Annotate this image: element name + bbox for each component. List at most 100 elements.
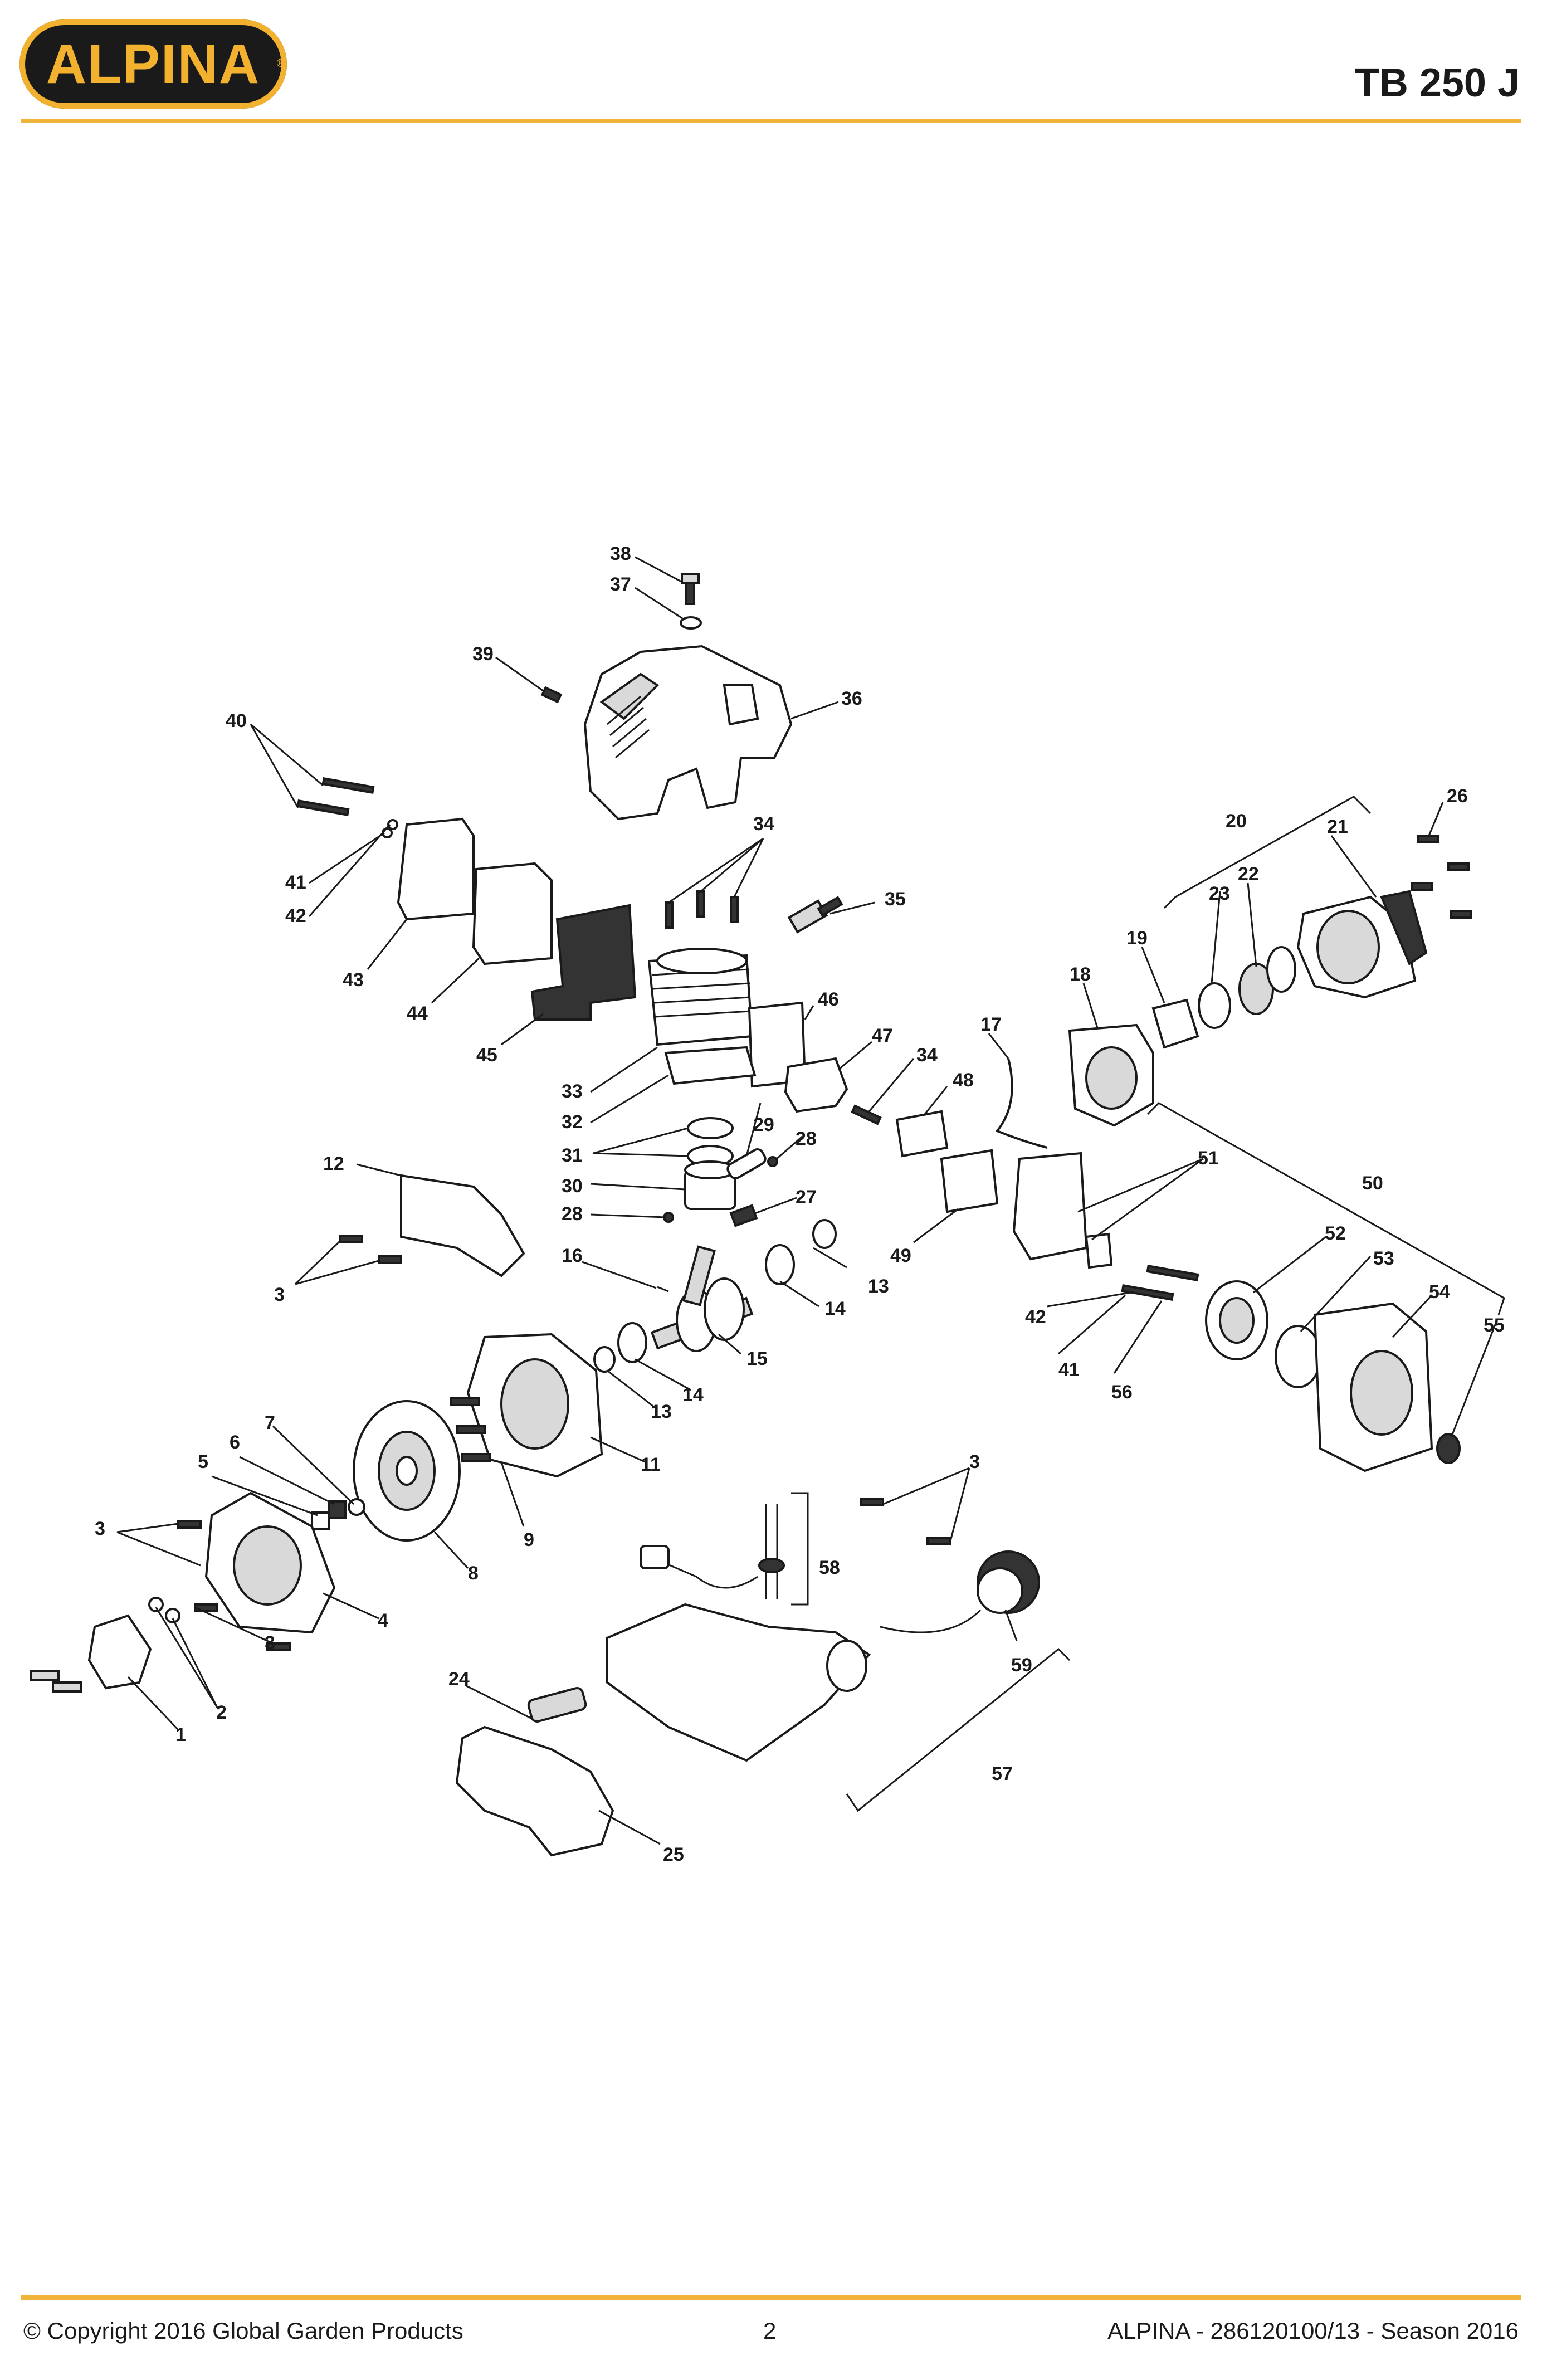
clutch-screws bbox=[30, 1670, 82, 1693]
label-44: 44 bbox=[407, 1003, 428, 1024]
pulley-19 bbox=[1151, 998, 1199, 1049]
label-42a: 42 bbox=[285, 905, 306, 926]
spring-clip-17 bbox=[995, 1058, 1048, 1149]
gasket-32 bbox=[664, 1046, 757, 1085]
screw-38 bbox=[681, 573, 700, 605]
long-bolts-40 bbox=[296, 777, 375, 817]
label-14a: 14 bbox=[824, 1298, 846, 1319]
label-41a: 41 bbox=[285, 872, 306, 893]
label-3c: 3 bbox=[274, 1284, 285, 1305]
bracket-57 bbox=[846, 1647, 1071, 1812]
label-23: 23 bbox=[1209, 883, 1230, 904]
label-19: 19 bbox=[1126, 928, 1148, 949]
label-51: 51 bbox=[1198, 1148, 1219, 1169]
label-53: 53 bbox=[1373, 1248, 1394, 1269]
label-57: 57 bbox=[992, 1763, 1013, 1784]
fuel-tank-57 bbox=[606, 1603, 871, 1762]
label-37: 37 bbox=[610, 574, 631, 595]
label-33: 33 bbox=[562, 1081, 583, 1102]
screws-3b bbox=[339, 1235, 402, 1264]
label-30: 30 bbox=[562, 1176, 583, 1197]
label-17: 17 bbox=[980, 1014, 1002, 1035]
nut-6 bbox=[328, 1500, 347, 1519]
knob-55 bbox=[1436, 1433, 1461, 1464]
label-45: 45 bbox=[476, 1045, 497, 1066]
label-25: 25 bbox=[663, 1844, 684, 1865]
ratchet-23 bbox=[1198, 982, 1231, 1029]
label-32: 32 bbox=[562, 1111, 583, 1133]
label-27: 27 bbox=[796, 1187, 817, 1208]
page-number: 2 bbox=[763, 2318, 777, 2344]
ignition-coil-12 bbox=[400, 1174, 525, 1277]
page-header: ALPINA ® TB 250 J bbox=[0, 0, 1542, 128]
label-7: 7 bbox=[265, 1412, 275, 1433]
screws-9 bbox=[450, 1397, 491, 1462]
label-18: 18 bbox=[1070, 964, 1091, 985]
bolts-56 bbox=[1121, 1264, 1199, 1301]
engine-cover-36 bbox=[583, 645, 793, 821]
starter-housing-bore bbox=[1316, 910, 1380, 984]
fuel-cap-59 bbox=[880, 1550, 1040, 1633]
bracket-58 bbox=[791, 1492, 809, 1606]
label-16: 16 bbox=[562, 1245, 583, 1266]
label-52: 52 bbox=[1325, 1223, 1346, 1244]
label-15: 15 bbox=[746, 1348, 768, 1369]
label-9: 9 bbox=[524, 1529, 534, 1550]
label-42b: 42 bbox=[1025, 1306, 1046, 1328]
label-21: 21 bbox=[1327, 816, 1348, 837]
piston-ring-31a bbox=[687, 1117, 734, 1139]
cylinder-screws-34 bbox=[665, 890, 739, 929]
fuel-lines-58 bbox=[640, 1504, 785, 1599]
label-26: 26 bbox=[1447, 786, 1468, 807]
registered-mark: ® bbox=[276, 57, 285, 70]
label-29: 29 bbox=[753, 1114, 774, 1135]
washer-2a bbox=[148, 1597, 164, 1612]
copyright-text: © Copyright 2016 Global Garden Products bbox=[23, 2318, 463, 2344]
label-28b: 28 bbox=[562, 1203, 583, 1225]
bracket-20 bbox=[1163, 796, 1372, 909]
key-16 bbox=[657, 1286, 669, 1293]
label-49: 49 bbox=[890, 1245, 911, 1266]
filter-52-inner bbox=[1219, 1297, 1255, 1344]
label-56: 56 bbox=[1111, 1382, 1133, 1403]
label-58: 58 bbox=[819, 1557, 840, 1578]
document-reference: ALPINA - 286120100/13 - Season 2016 bbox=[1107, 2318, 1519, 2344]
bracket-24 bbox=[527, 1686, 587, 1723]
filter-base-51 bbox=[1012, 1152, 1088, 1261]
header-divider bbox=[21, 119, 1521, 123]
screws-3a bbox=[177, 1520, 291, 1651]
circlip-28a bbox=[767, 1156, 778, 1167]
bearing-14a bbox=[765, 1244, 795, 1285]
label-59: 59 bbox=[1011, 1655, 1032, 1676]
filter-53 bbox=[1275, 1325, 1321, 1388]
label-24: 24 bbox=[448, 1669, 470, 1690]
intake-block-47 bbox=[784, 1057, 848, 1113]
clutch-housing-bore bbox=[233, 1525, 302, 1606]
label-50: 50 bbox=[1362, 1173, 1383, 1194]
washer-42 bbox=[387, 819, 398, 830]
label-3a: 3 bbox=[95, 1518, 105, 1539]
label-35: 35 bbox=[885, 889, 906, 910]
piston-pin-29 bbox=[726, 1148, 767, 1179]
screw-39 bbox=[540, 686, 563, 704]
label-34b: 34 bbox=[916, 1045, 938, 1066]
label-3b: 3 bbox=[265, 1632, 275, 1654]
spring-22-ring bbox=[1266, 946, 1296, 993]
label-11: 11 bbox=[641, 1454, 661, 1475]
starter-handle bbox=[1380, 890, 1428, 966]
crankcase-bore bbox=[500, 1358, 569, 1450]
fan-cover-bore bbox=[1085, 1046, 1138, 1110]
label-6: 6 bbox=[230, 1432, 240, 1453]
gasket-48 bbox=[895, 1110, 949, 1158]
bracket-50 bbox=[1146, 1102, 1505, 1315]
alpina-logo: ALPINA ® bbox=[19, 19, 287, 109]
filter-cover-bore bbox=[1350, 1350, 1413, 1436]
label-40: 40 bbox=[226, 710, 247, 731]
footer-divider bbox=[21, 2295, 1521, 2300]
screws-34b bbox=[851, 1104, 882, 1125]
label-2: 2 bbox=[216, 1702, 227, 1723]
label-48: 48 bbox=[953, 1070, 974, 1091]
label-34a: 34 bbox=[753, 813, 774, 835]
label-28a: 28 bbox=[796, 1128, 817, 1149]
